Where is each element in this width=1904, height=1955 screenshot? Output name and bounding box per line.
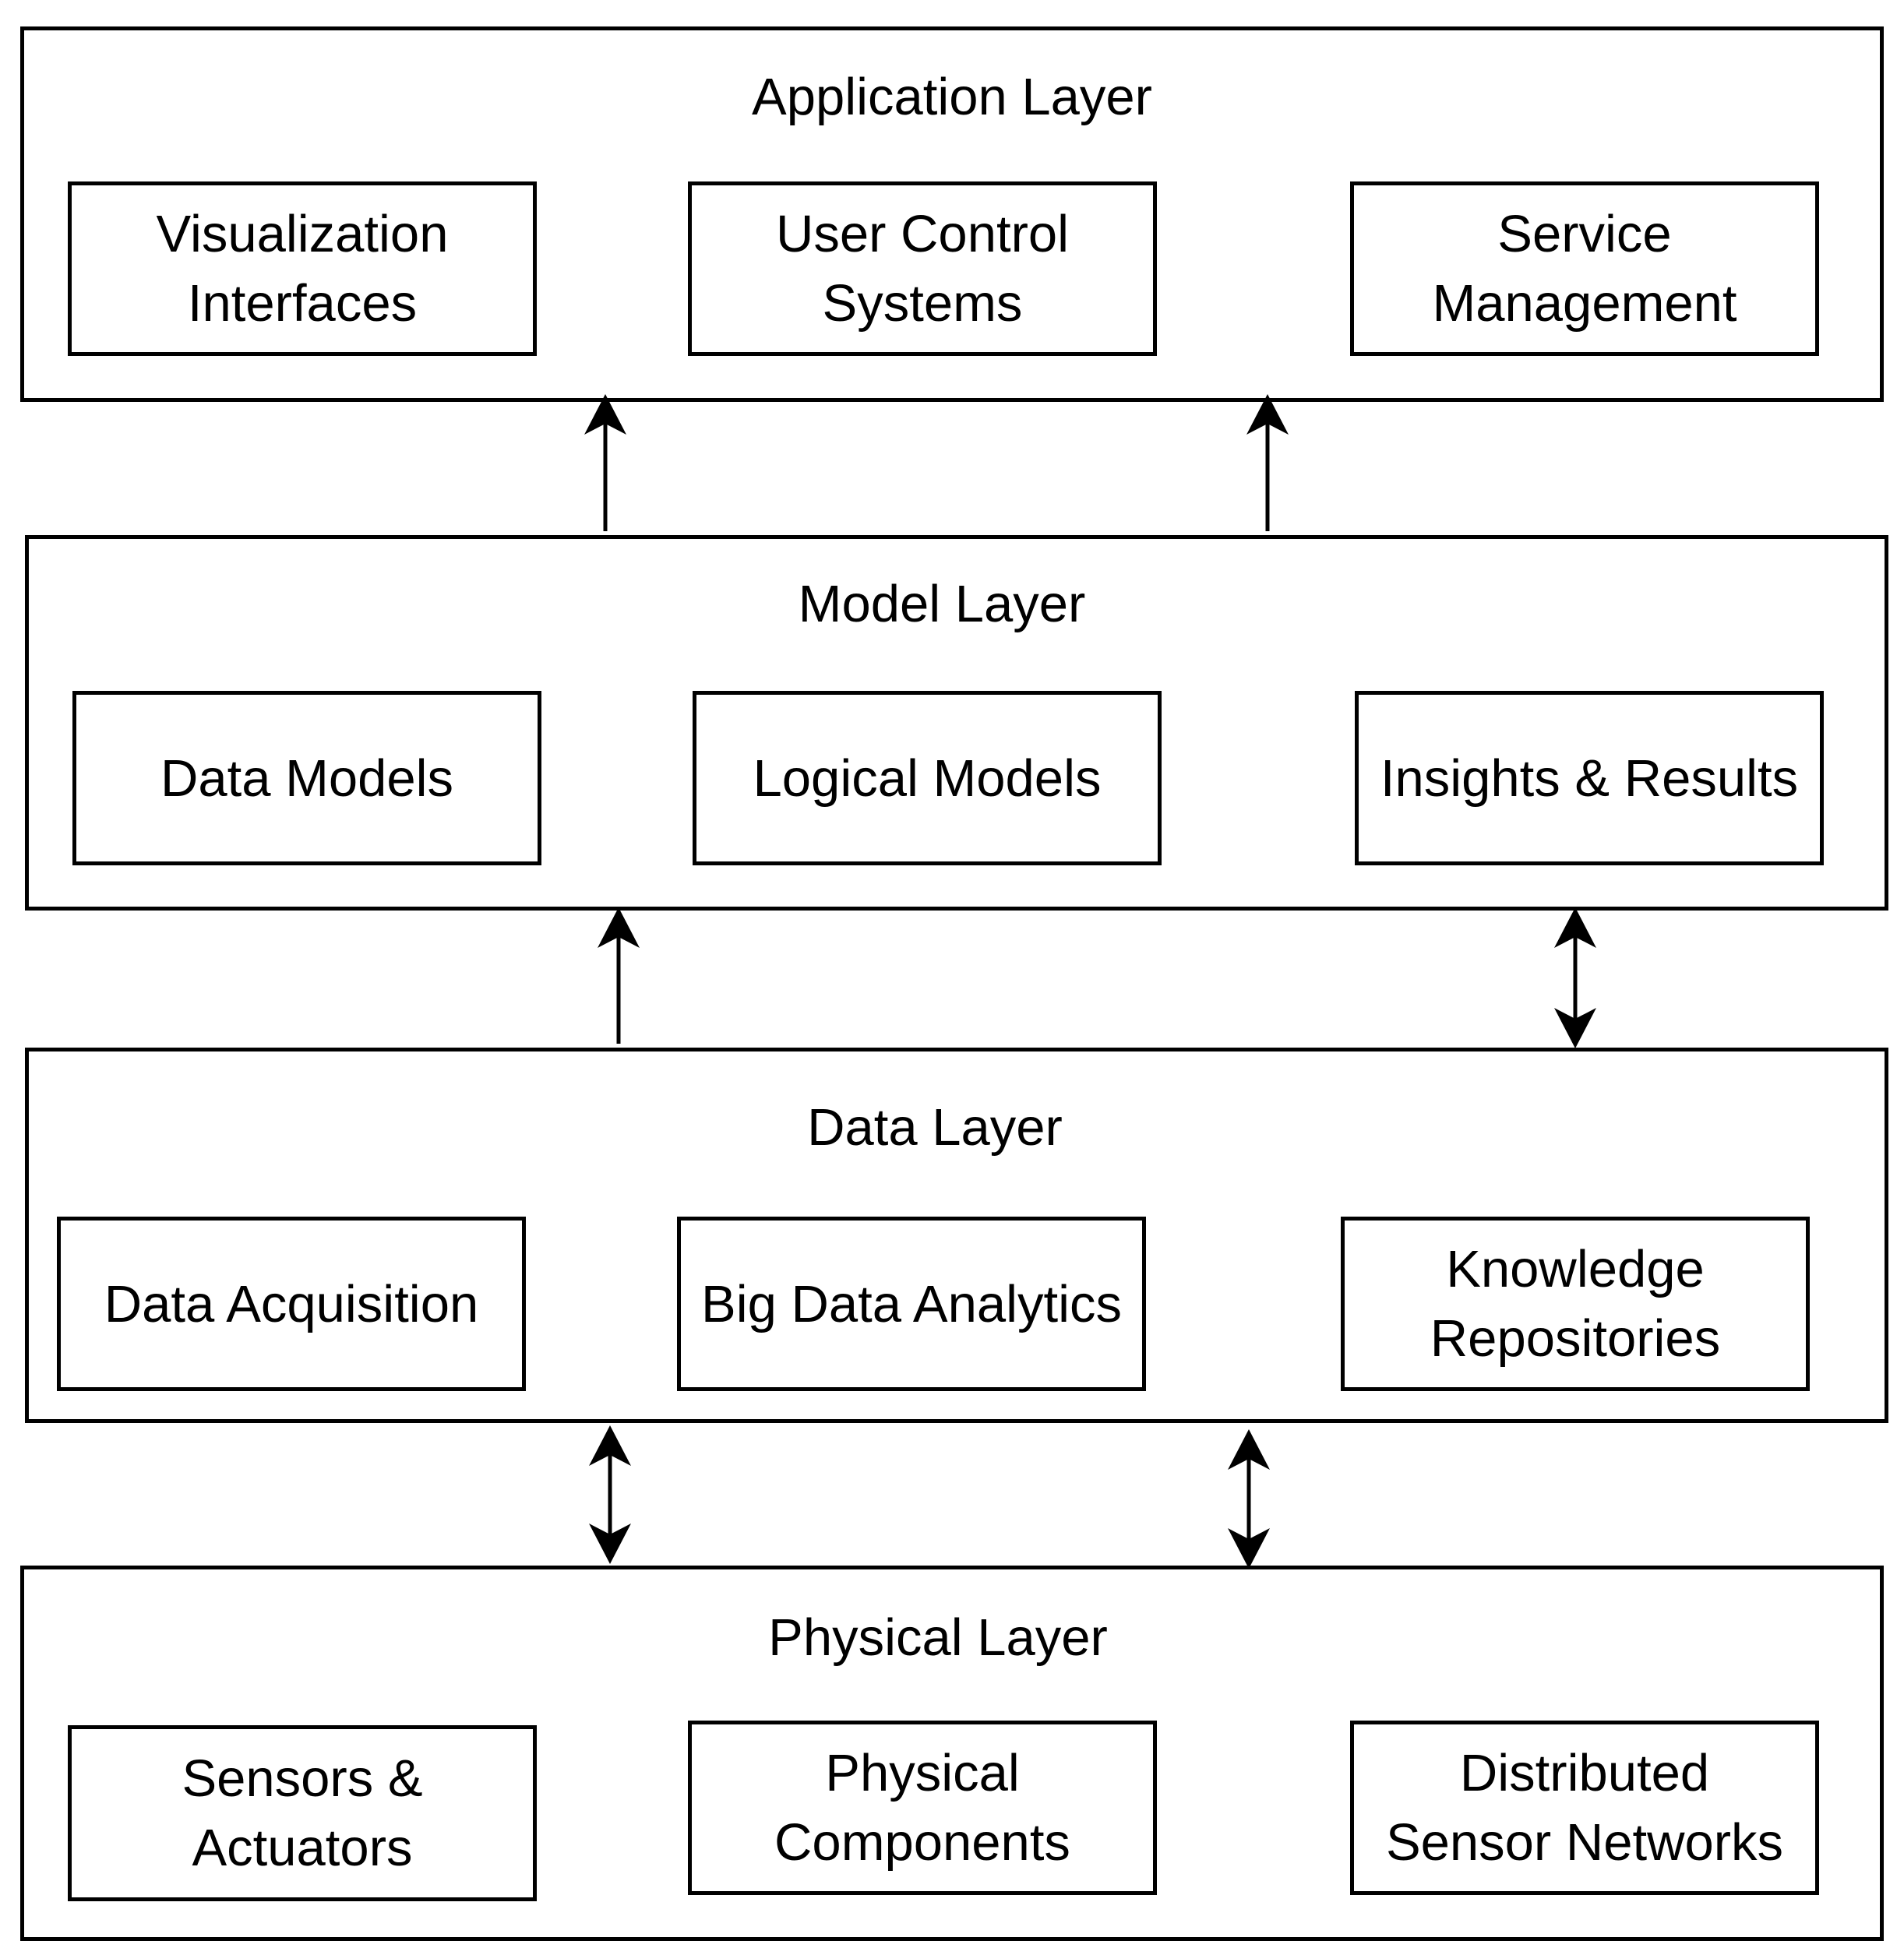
sensors-actuators-box: Sensors & Actuators <box>68 1725 537 1901</box>
box-label-line: Components <box>774 1813 1070 1872</box>
box-label-line: Distributed <box>1459 1744 1710 1802</box>
box-label-line: Knowledge <box>1446 1240 1705 1298</box>
box-label-line: Insights & Results <box>1380 749 1799 808</box>
box-label-line: Repositories <box>1430 1309 1721 1368</box>
box-label-line: User Control <box>775 205 1070 263</box>
data-models-box: Data Models <box>72 691 541 865</box>
application-layer-title: Application Layer <box>752 68 1152 126</box>
box-label-line: Interfaces <box>187 274 418 333</box>
box-label-line: Service <box>1497 205 1672 263</box>
box-label-line: Data Models <box>160 749 454 808</box>
model-layer-title: Model Layer <box>798 575 1086 633</box>
box-label-line: Sensor Networks <box>1385 1813 1784 1872</box>
box-label-line: Sensors & <box>182 1749 423 1808</box>
model-layer: Model Layer Data Models Logical Models I… <box>25 535 1888 911</box>
box-label-line: Logical Models <box>753 749 1102 808</box>
logical-models-box: Logical Models <box>693 691 1162 865</box>
physical-layer-title: Physical Layer <box>768 1608 1108 1667</box>
arrowhead-up <box>1554 907 1596 948</box>
arrowhead-down <box>1228 1528 1270 1569</box>
arrowhead-down <box>589 1523 631 1564</box>
box-label-line: Physical <box>825 1744 1020 1802</box>
data-layer-title: Data Layer <box>807 1098 1063 1157</box>
arrowhead-up <box>598 907 640 948</box>
box-label-line: Systems <box>822 274 1023 333</box>
data-acquisition-box: Data Acquisition <box>57 1217 526 1391</box>
insights-results-box: Insights & Results <box>1355 691 1824 865</box>
box-label-line: Management <box>1432 274 1737 333</box>
arrowhead-up <box>1228 1429 1270 1470</box>
box-label-line: Big Data Analytics <box>701 1274 1122 1333</box>
arrowhead-up <box>589 1425 631 1466</box>
box-label-line: Data Acquisition <box>104 1274 479 1333</box>
arrowhead-down <box>1554 1008 1596 1048</box>
big-data-analytics-box: Big Data Analytics <box>677 1217 1146 1391</box>
data-layer: Data Layer Data Acquisition Big Data Ana… <box>25 1048 1888 1423</box>
physical-layer: Physical Layer Sensors & Actuators Physic… <box>20 1566 1884 1941</box>
box-label-line: Visualization <box>156 205 449 263</box>
box-label-line: Actuators <box>192 1819 413 1877</box>
